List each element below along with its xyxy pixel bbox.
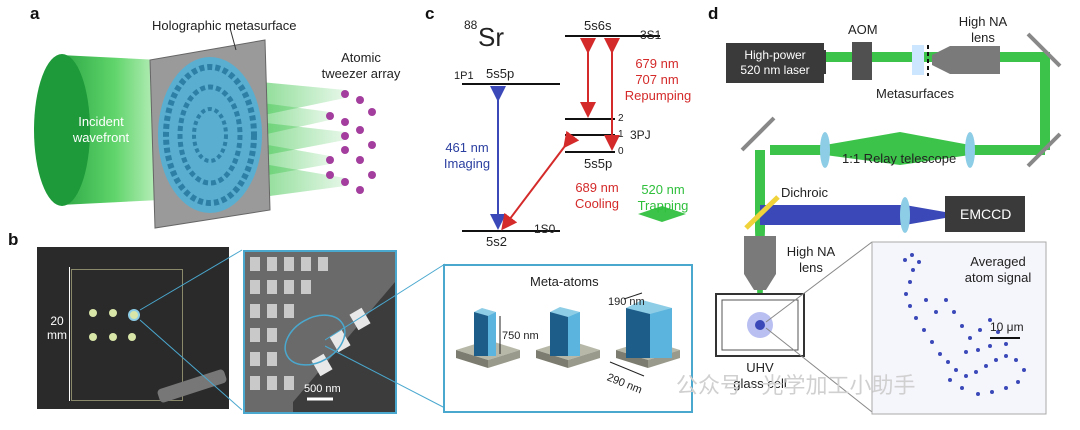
- size-label-line1: 20: [50, 314, 64, 328]
- wavefront-label-line1: Incident: [78, 114, 124, 129]
- atom-signal-image: [871, 241, 1047, 415]
- term-3pj: 3PJ: [630, 128, 651, 142]
- beam-face: [34, 54, 90, 206]
- sample-photo: [37, 247, 229, 409]
- trapping-wavelength: 520 nm: [641, 182, 685, 197]
- config-5s6s: 5s6s: [584, 18, 612, 33]
- config-5s5p-right: 5s5p: [584, 156, 613, 171]
- atoms: [326, 90, 376, 194]
- high-na-bottom-line2: lens: [799, 260, 823, 275]
- panel-a-letter: a: [30, 4, 40, 23]
- imaging-label: Imaging: [443, 156, 491, 171]
- high-na-lens-top: [932, 46, 1000, 74]
- term-1s0: 1S0: [534, 222, 556, 236]
- high-na-top-line2: lens: [971, 30, 995, 45]
- metasurface-element: [912, 45, 924, 75]
- element-symbol: Sr: [478, 22, 504, 52]
- imaging-wavelength: 461 nm: [445, 140, 489, 155]
- repump-wavelength-2: 707 nm: [635, 72, 679, 87]
- panel-a-illustration: [34, 27, 376, 229]
- sem-image: [243, 250, 397, 414]
- trap-left: [638, 206, 662, 222]
- high-na-bottom-line1: High NA: [786, 244, 836, 259]
- size-bar: [69, 267, 70, 401]
- metasurfaces-label: Metasurfaces: [876, 86, 955, 101]
- j-2: 2: [618, 113, 624, 124]
- meta-atoms-drawing: [456, 292, 680, 377]
- averaged-label-line2: atom signal: [964, 270, 1032, 285]
- uhv-label-line2: glass cell: [733, 376, 787, 391]
- j-1: 1: [618, 129, 624, 140]
- optical-setup: [715, 32, 1062, 415]
- atom-scale-label: 10 μm: [990, 320, 1024, 334]
- high-na-top-line1: High NA: [958, 14, 1008, 29]
- laser-box: [726, 43, 824, 83]
- laser-label-line2: 520 nm laser: [740, 63, 810, 77]
- trapping-label: Trapping: [637, 198, 689, 213]
- aom-box: [852, 42, 872, 80]
- dichroic-label: Dichroic: [781, 185, 828, 200]
- repump-label: Repumping: [624, 88, 692, 103]
- emccd-box: [945, 196, 1025, 232]
- high-na-lens-bottom: [744, 236, 776, 274]
- trap-right: [662, 206, 686, 222]
- panel-b-letter: b: [8, 230, 19, 249]
- pillar-disk: [158, 57, 262, 213]
- zoom-lines: [139, 249, 243, 411]
- j-0: 0: [618, 146, 624, 157]
- relay-label: 1:1 Relay telescope: [842, 151, 957, 166]
- size-label-line2: mm: [47, 328, 67, 342]
- level-diagram: [462, 35, 686, 232]
- term-3s1: 3S1: [640, 28, 662, 42]
- laser-label-line1: High-power: [744, 48, 806, 62]
- meta-atoms-title: Meta-atoms: [530, 274, 599, 289]
- emccd-label: EMCCD: [960, 206, 1012, 222]
- width-label: 190 nm: [608, 296, 645, 308]
- term-1p1: 1P1: [454, 70, 474, 82]
- watermark: 公众号 · 光学加工小助手: [676, 373, 916, 398]
- array-label-line1: Atomic: [341, 50, 381, 65]
- cooling-wavelength: 689 nm: [575, 180, 619, 195]
- config-ground: 5s2: [486, 234, 507, 249]
- meta-zoom-lines: [325, 263, 446, 409]
- cooling-arrow: [501, 130, 580, 231]
- wavefront-label-line2: wavefront: [72, 130, 130, 145]
- metasurface-label: Holographic metasurface: [152, 18, 297, 33]
- sample-outline: [71, 269, 183, 401]
- height-label: 750 nm: [502, 330, 539, 342]
- cooling-label: Cooling: [574, 196, 620, 211]
- panel-c-letter: c: [425, 4, 435, 23]
- aom-label: AOM: [848, 22, 878, 37]
- panel-d-letter: d: [708, 4, 719, 23]
- isotope-mass: 88: [464, 18, 478, 32]
- array-label-line2: tweezer array: [321, 66, 401, 81]
- repump-wavelength-1: 679 nm: [635, 56, 679, 71]
- config-5s5p-left: 5s5p: [486, 66, 515, 81]
- averaged-label-line1: Averaged: [970, 254, 1026, 269]
- sem-scale-label: 500 nm: [304, 383, 341, 395]
- uhv-label-line1: UHV: [746, 360, 774, 375]
